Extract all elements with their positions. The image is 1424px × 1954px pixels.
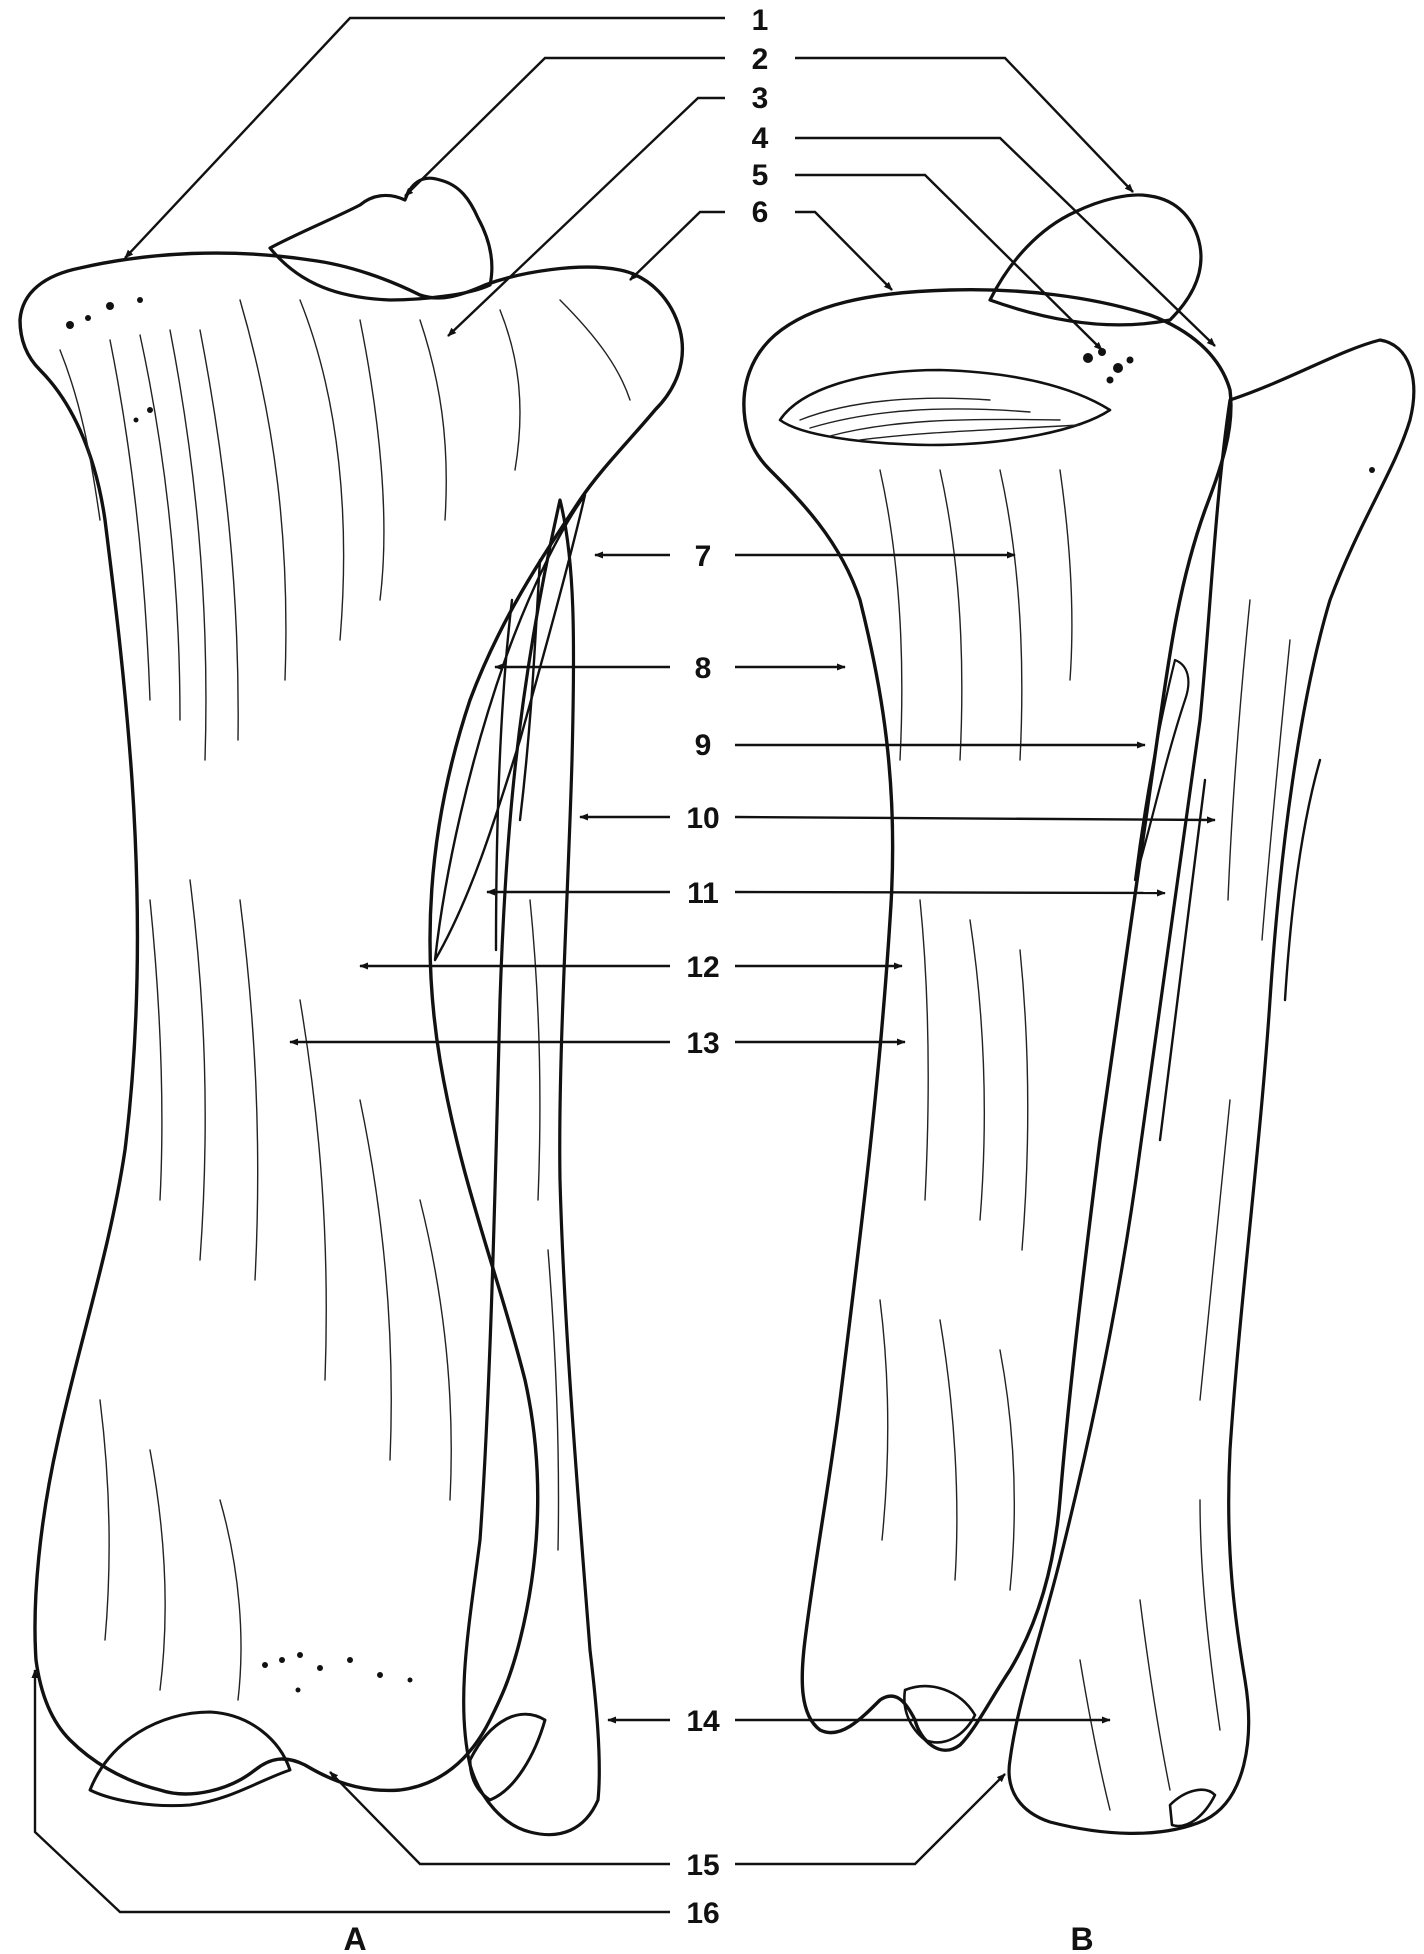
leader-15-a: [330, 1772, 670, 1864]
leader-3: [448, 98, 725, 336]
tibial-crest-view-a: [270, 178, 492, 300]
callout-15: 15: [686, 1849, 719, 1882]
leader-6-a: [630, 212, 725, 280]
leader-11-b: [735, 892, 1165, 893]
callout-16: 16: [686, 1897, 719, 1930]
proximal-articular-surface-view-b: [780, 370, 1110, 445]
interosseous-groove-view-a: [435, 495, 585, 960]
leader-5: [795, 175, 1102, 350]
callout-7: 7: [695, 540, 712, 573]
view-label-b: B: [1070, 1921, 1093, 1954]
leader-2-b: [795, 58, 1133, 192]
leader-1: [125, 18, 725, 258]
leader-16: [35, 1670, 670, 1912]
callout-8: 8: [695, 652, 712, 685]
nutrient-foramina-view-a: [66, 297, 413, 1693]
distal-trochlea-view-a: [90, 1712, 290, 1806]
callout-6: 6: [752, 196, 769, 229]
leader-15-b: [735, 1774, 1005, 1864]
callout-11: 11: [687, 877, 719, 910]
articular-hatching-view-b: [800, 398, 1080, 440]
tibial-crest-view-b: [990, 195, 1201, 325]
callout-1: 1: [752, 4, 769, 37]
bone-view-b: [744, 195, 1414, 1833]
leader-2-a: [405, 58, 725, 196]
callout-5: 5: [752, 159, 769, 192]
surface-hatching-view-a: [60, 300, 630, 1700]
callout-12: 12: [686, 951, 719, 984]
callout-4: 4: [752, 122, 769, 155]
view-label-a: A: [343, 1921, 366, 1954]
callout-13: 13: [686, 1027, 719, 1060]
callout-10: 10: [686, 802, 719, 835]
callout-14: 14: [686, 1705, 720, 1738]
leader-lines: [35, 18, 1215, 1912]
surface-hatching-view-b: [880, 470, 1290, 1810]
bone-view-a: [20, 178, 682, 1834]
callout-9: 9: [695, 729, 712, 762]
callout-2: 2: [752, 43, 769, 76]
leader-6-b: [795, 212, 892, 290]
callout-3: 3: [752, 82, 769, 115]
